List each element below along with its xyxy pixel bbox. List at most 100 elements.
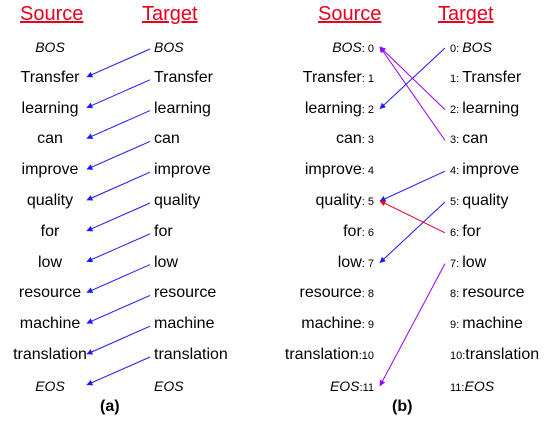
source-word: quality — [315, 192, 362, 209]
panel-b-source-token: translation:10 — [285, 346, 374, 365]
panel-a-alignment-arrow — [86, 48, 151, 78]
source-index: : 4 — [361, 165, 374, 178]
panel-a-alignment-arrow — [86, 264, 151, 293]
source-word: resource — [18, 284, 82, 302]
panel-b-source-token: machine: 9 — [301, 315, 374, 334]
source-word: translation — [284, 346, 359, 363]
panel-b-source-token: improve: 4 — [305, 161, 374, 180]
source-index: : 9 — [361, 319, 374, 332]
alignment-arrows — [86, 46, 446, 387]
panel-a-source-token: learning — [22, 100, 79, 118]
panel-b-target-token: 11:EOS — [450, 377, 494, 397]
panel-a-target-token: machine — [154, 315, 214, 333]
panel-a-source-header: Source — [20, 3, 84, 25]
target-index: 3: — [450, 134, 463, 147]
panel-a-target-token: low — [154, 254, 178, 272]
source-word: Transfer — [302, 68, 362, 86]
panel-b-target-token: 8: resource — [450, 284, 524, 303]
panel-a-target-token: resource — [154, 284, 216, 302]
target-word: translation — [154, 346, 228, 363]
target-word: resource — [462, 284, 525, 302]
panel-b-alignment-arrow — [379, 201, 446, 264]
target-word: quality — [462, 192, 509, 209]
source-word: machine — [19, 315, 81, 333]
panel-b-alignment-arrow — [379, 46, 446, 141]
target-index: 9: — [450, 319, 463, 332]
panel-a-target-header: Target — [142, 3, 198, 25]
panel-b-alignment-arrow — [379, 200, 446, 234]
panel-b-target-header: Target — [438, 3, 494, 25]
source-index: :10 — [358, 350, 374, 362]
panel-b-alignment-arrow — [379, 170, 446, 202]
panel-b-source-token: BOS: 0 — [332, 38, 374, 58]
source-word: improve — [21, 161, 79, 179]
source-word: learning — [21, 99, 79, 117]
panel-a-source-token: improve — [22, 161, 79, 179]
source-word: learning — [304, 99, 362, 117]
panel-a-source-token: translation — [13, 346, 87, 364]
panel-b-target-token: 9: machine — [450, 315, 523, 334]
panel-b-target-token: 2: learning — [450, 100, 519, 119]
panel-b-caption: (b) — [392, 398, 413, 415]
source-word: low — [337, 253, 362, 271]
source-index: : 2 — [361, 103, 374, 116]
target-word: resource — [154, 284, 217, 302]
source-word: can — [335, 130, 362, 148]
panel-b-alignment-arrow — [379, 263, 446, 387]
source-word: quality — [26, 192, 74, 209]
source-word: resource — [299, 284, 362, 302]
panel-b-source-token: resource: 8 — [300, 284, 374, 303]
panel-b-target-token: 10:translation — [450, 346, 539, 365]
panel-a-source-token: quality — [27, 192, 73, 210]
panel-b-source-token: can: 3 — [336, 130, 374, 149]
target-word: BOS — [154, 39, 184, 55]
panel-a-target-token: Transfer — [154, 69, 213, 87]
panel-a-target-token: translation — [154, 346, 228, 364]
panel-b-source-header: Source — [318, 3, 382, 25]
panel-a-target-token: learning — [154, 100, 211, 118]
target-index: 10: — [450, 350, 466, 362]
source-index: : 6 — [361, 226, 374, 239]
source-index: : 5 — [361, 196, 374, 208]
source-index: : 8 — [361, 288, 374, 301]
source-index: : 0 — [361, 43, 374, 55]
panel-a-source-token: Transfer — [21, 69, 80, 87]
target-word: can — [154, 130, 180, 148]
panel-a-target-token: EOS — [154, 377, 184, 396]
target-word: learning — [462, 99, 520, 117]
panel-a-alignment-arrow — [86, 110, 151, 139]
source-index: : 7 — [361, 257, 374, 270]
panel-a-target-token: for — [154, 223, 173, 241]
panel-b-source-token: for: 6 — [343, 223, 374, 242]
target-word: improve — [462, 161, 520, 179]
target-index: 4: — [450, 165, 463, 178]
panel-a-alignment-arrow — [86, 79, 151, 109]
target-word: low — [154, 253, 179, 271]
panel-a-caption: (a) — [100, 398, 120, 415]
panel-b-target-token: 3: can — [450, 130, 488, 149]
target-index: 0: — [450, 43, 463, 55]
panel-b-target-token: 0: BOS — [450, 38, 492, 58]
panel-a-target-token: BOS — [154, 38, 184, 57]
target-word: learning — [154, 99, 211, 117]
panel-a-alignment-arrow — [86, 325, 151, 355]
panel-b-source-token: Transfer: 1 — [303, 69, 374, 88]
panel-a-alignment-arrow — [86, 140, 151, 170]
source-word: BOS — [332, 39, 362, 55]
source-word: translation — [13, 346, 87, 363]
panel-b-source-token: low: 7 — [338, 254, 374, 273]
target-word: for — [154, 222, 173, 240]
source-word: Transfer — [20, 68, 80, 86]
panel-b-target-token: 1: Transfer — [450, 69, 521, 88]
panel-a-source-token: EOS — [35, 377, 65, 396]
target-word: low — [462, 253, 487, 271]
source-word: for — [343, 222, 362, 240]
panel-b-target-token: 7: low — [450, 254, 486, 273]
panel-a-alignment-arrow — [86, 294, 151, 324]
panel-a-alignment-arrow — [86, 356, 151, 386]
target-index: 8: — [450, 288, 463, 301]
panel-a-source-token: can — [37, 130, 63, 148]
target-index: 1: — [450, 72, 463, 85]
target-index: 5: — [450, 196, 463, 208]
source-word: for — [40, 222, 60, 240]
